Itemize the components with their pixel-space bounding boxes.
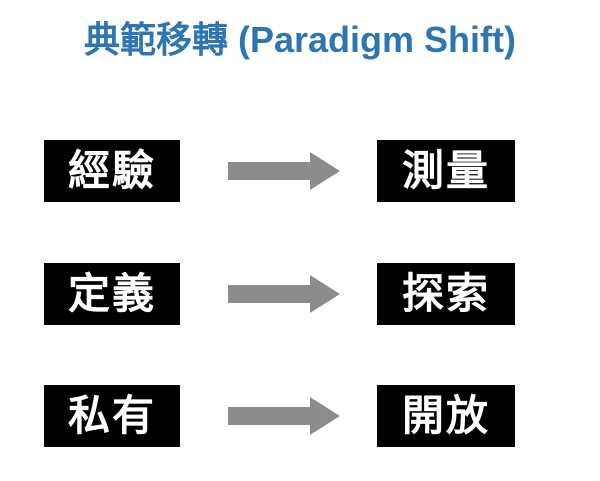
old-paradigm-box: 經驗 [44,140,180,202]
paradigm-row: 經驗 測量 [0,140,600,202]
paradigm-row: 私有 開放 [0,385,600,447]
old-paradigm-box: 定義 [44,263,180,325]
slide-title: 典範移轉 (Paradigm Shift) [83,19,517,60]
arrow-right-icon [228,275,340,313]
arrow-right-icon [228,152,340,190]
new-paradigm-box: 探索 [377,263,515,325]
arrow-right-icon [228,397,340,435]
new-paradigm-box: 測量 [377,140,515,202]
old-paradigm-box: 私有 [44,385,180,447]
paradigm-row: 定義 探索 [0,263,600,325]
new-paradigm-box: 開放 [377,385,515,447]
